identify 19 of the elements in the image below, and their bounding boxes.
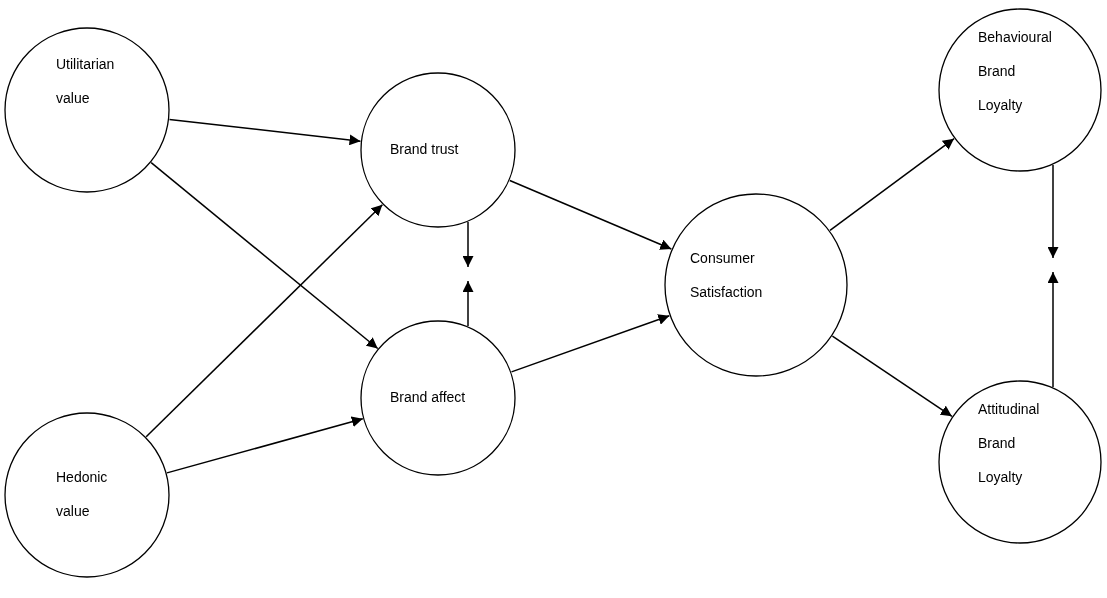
arrow (1047, 164, 1059, 259)
arrow (462, 280, 474, 327)
arrow (1047, 271, 1059, 388)
arrow (831, 335, 953, 418)
arrow (509, 179, 673, 250)
construct-label: Behavioural Brand Loyalty (978, 28, 1053, 115)
arrow (150, 161, 379, 350)
construct-label: Hedonic value (56, 468, 109, 521)
construct-label: Utilitarian value (56, 55, 116, 108)
arrow (462, 221, 474, 268)
arrow (829, 137, 955, 232)
construct-label: Attitudinal Brand Loyalty (978, 400, 1041, 487)
construct-label: Brand affect (390, 388, 467, 407)
arrow (168, 118, 362, 146)
construct-label: Consumer Satisfaction (690, 249, 764, 302)
arrow (510, 314, 671, 373)
arrow (145, 203, 384, 438)
construct-label: Brand trust (390, 140, 460, 159)
arrow (166, 416, 364, 474)
